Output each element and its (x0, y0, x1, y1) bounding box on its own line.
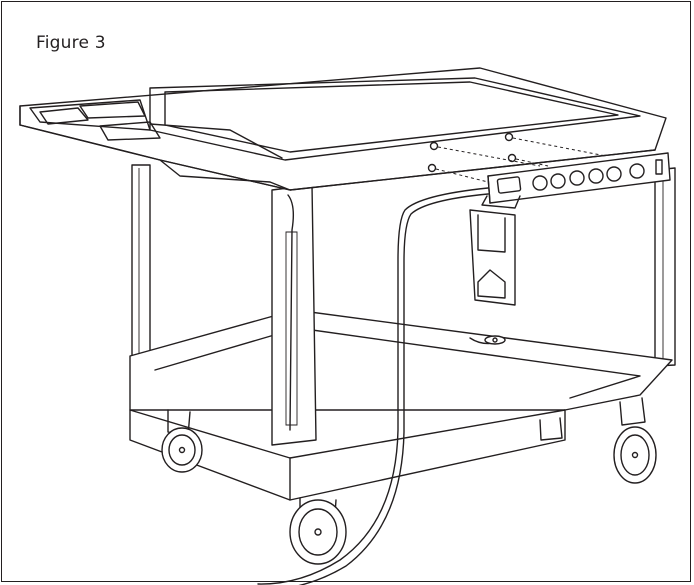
power-strip-icon (481, 152, 671, 209)
utility-cart-icon (19, 67, 676, 501)
figure-title: Figure 3 (36, 33, 106, 53)
mounting-screw-icon (427, 132, 607, 183)
caster-wheel-icon (161, 397, 657, 565)
power-cord-icon (257, 187, 489, 585)
